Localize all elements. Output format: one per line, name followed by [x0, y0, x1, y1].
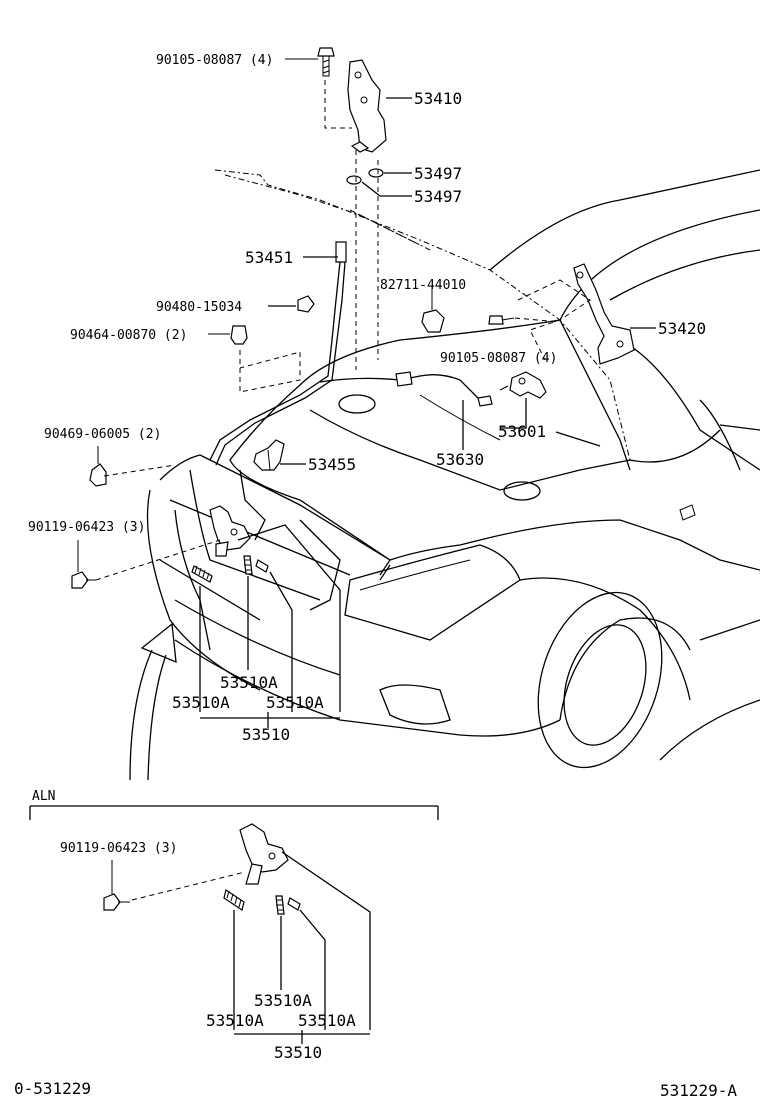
- spring-bolt-a: [191, 565, 213, 583]
- label-90469: 90469-06005 (2): [44, 427, 161, 442]
- spring-bolt-aln-b: [275, 895, 285, 915]
- footer-right-code: 531229-A: [660, 1081, 737, 1100]
- washer-53497-b: [346, 175, 362, 185]
- clip-90469: [89, 463, 107, 487]
- label-aln: ALN: [32, 789, 55, 804]
- view-arrow: [129, 622, 177, 781]
- label-53510A-1: 53510A: [220, 673, 278, 692]
- support-rod-53451: [209, 241, 347, 466]
- washer-53497-a: [368, 168, 384, 178]
- label-53455: 53455: [308, 455, 356, 474]
- label-53510A-2: 53510A: [172, 693, 230, 712]
- label-53451: 53451: [245, 248, 293, 267]
- spring-bolt-c: [255, 559, 269, 573]
- bolt-90119-b: [103, 893, 130, 911]
- bracket-53455: [253, 439, 285, 471]
- label-90480: 90480-15034: [156, 300, 242, 315]
- label-53601: 53601: [498, 422, 546, 441]
- bolt-90105-top: [317, 47, 335, 77]
- latch-53510: [209, 505, 251, 557]
- label-53510A-3: 53510A: [266, 693, 324, 712]
- latch-aln: [239, 823, 289, 885]
- label-53510-b: 53510: [274, 1043, 322, 1062]
- vehicle-outline: [146, 169, 760, 769]
- label-90105-mid: 90105-08087 (4): [440, 351, 557, 366]
- label-90464: 90464-00870 (2): [70, 328, 187, 343]
- spring-bolt-b: [243, 555, 253, 575]
- label-82711: 82711-44010: [380, 278, 466, 293]
- clip-90464: [230, 325, 248, 345]
- lever-53601: [499, 371, 547, 399]
- grommet-90480: [297, 295, 315, 313]
- release-cable-53630: [239, 371, 493, 541]
- label-53510A-6: 53510A: [298, 1011, 356, 1030]
- hinge-53420: [573, 263, 635, 365]
- label-90119-a: 90119-06423 (3): [28, 520, 145, 535]
- hinge-53410: [347, 59, 387, 153]
- label-90105-top: 90105-08087 (4): [156, 53, 273, 68]
- spring-bolt-aln-a: [223, 889, 245, 911]
- label-53510A-4: 53510A: [254, 991, 312, 1010]
- bolt-90105-mid: [488, 315, 515, 325]
- footer-left-code: 0-531229: [14, 1079, 91, 1098]
- bolt-90119-a: [71, 571, 96, 589]
- label-53410: 53410: [414, 89, 462, 108]
- label-53497-a: 53497: [414, 164, 462, 183]
- label-53497-b: 53497: [414, 187, 462, 206]
- label-53510A-5: 53510A: [206, 1011, 264, 1030]
- clamp-82711: [421, 309, 445, 333]
- label-53420: 53420: [658, 319, 706, 338]
- label-53630: 53630: [436, 450, 484, 469]
- label-90119-b: 90119-06423 (3): [60, 841, 177, 856]
- label-53510: 53510: [242, 725, 290, 744]
- spring-bolt-aln-c: [287, 897, 301, 911]
